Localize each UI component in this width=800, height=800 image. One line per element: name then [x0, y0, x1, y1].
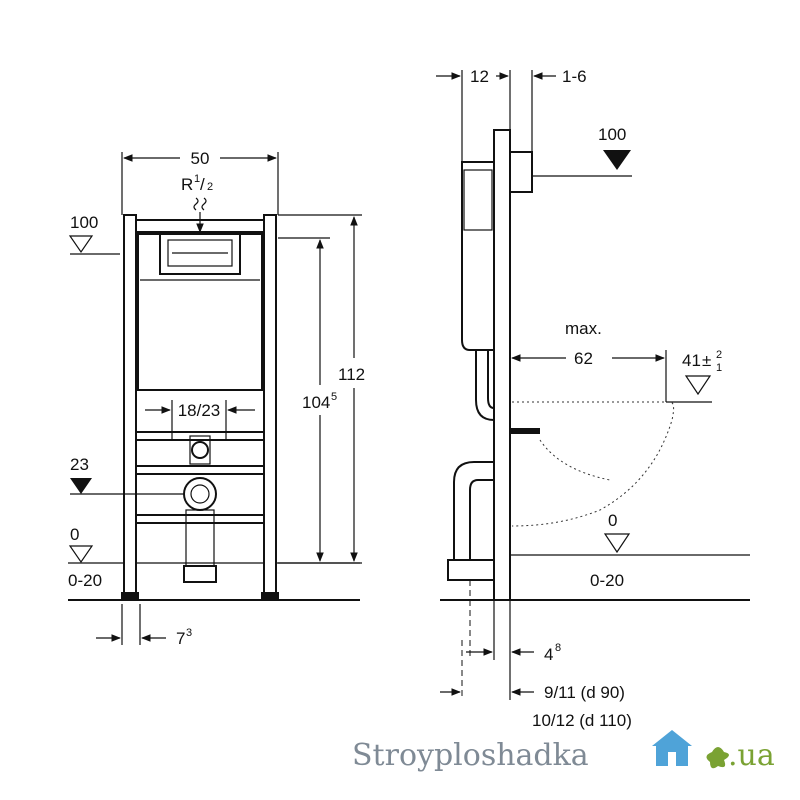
front-level-drain: 23 [70, 455, 89, 474]
side-top-left-dim: 12 [470, 67, 489, 86]
side-level-top: 100 [598, 125, 626, 144]
side-seat-tol-minus: 1 [716, 362, 722, 374]
level-marker-icon [68, 235, 94, 254]
watermark-brand: Stroyploshadka [352, 738, 589, 773]
side-bottom-offset-sup: 8 [555, 642, 561, 654]
level-marker-icon [68, 545, 94, 564]
side-flush-bracket [509, 151, 533, 193]
clover-icon [706, 747, 729, 769]
front-right-foot [261, 592, 279, 600]
side-level-zero: 0 [608, 511, 617, 530]
front-thread-sup: 1 [194, 173, 200, 185]
watermark-tld: .ua [728, 738, 775, 773]
svg-text:±: ± [702, 351, 711, 370]
level-marker-icon [684, 375, 712, 396]
front-width-label: 50 [191, 149, 210, 168]
front-floor-range: 0-20 [68, 571, 102, 590]
front-foot-offset-sup: 3 [186, 627, 192, 639]
front-right-upright [263, 214, 277, 601]
front-flush-plate-opening [159, 233, 241, 275]
side-max-label: max. [565, 319, 602, 338]
front-level-top: 100 [70, 213, 98, 232]
side-projection: 62 [574, 349, 593, 368]
water-supply-icon [193, 197, 207, 211]
side-floor-range: 0-20 [590, 571, 624, 590]
side-frame-upright [493, 129, 511, 601]
front-level-zero: 0 [70, 525, 79, 544]
front-flush-plate [167, 239, 233, 267]
side-seat-tol-plus: 2 [716, 349, 722, 361]
front-cistern [137, 233, 263, 391]
side-pipe-d90: 9/11 (d 90) [544, 683, 625, 702]
front-inner-height-sup: 5 [331, 391, 337, 403]
front-left-foot [121, 592, 139, 600]
house-logo-icon [652, 730, 729, 769]
side-cistern [461, 161, 495, 351]
level-marker-filled-icon [70, 478, 92, 494]
front-thread-sub: 2 [207, 181, 213, 193]
front-inner-height: 104 [302, 393, 330, 412]
front-view: 50 R 1 / 2 100 23 0 0-20 104 5 112 [68, 149, 365, 648]
side-view: 12 1-6 100 max. 62 41 ± 2 1 0 0-20 4 8 [436, 67, 750, 730]
front-left-upright [123, 214, 137, 601]
side-top-right-dim: 1-6 [562, 67, 587, 86]
front-bottom-rail [135, 514, 265, 524]
level-marker-icon [603, 533, 631, 554]
front-thread-label: R [181, 175, 193, 194]
side-bottom-offset: 4 [544, 645, 553, 664]
side-pipe-d110: 10/12 (d 110) [532, 711, 632, 730]
side-wc-bowl [511, 401, 675, 527]
side-drain-bend [453, 461, 494, 560]
front-pipe-range: 18/23 [178, 401, 221, 420]
watermark: Stroyploshadka .ua [352, 730, 775, 773]
front-foot-offset: 7 [176, 629, 185, 648]
front-water-pipe [189, 435, 211, 465]
front-total-height: 112 [338, 365, 365, 384]
side-drain-socket [447, 559, 495, 581]
side-flush-pipe [475, 350, 495, 421]
side-seat-height: 41 [682, 351, 701, 370]
front-lower-rail [135, 465, 265, 475]
svg-text:/: / [200, 175, 205, 194]
level-marker-filled-icon [603, 150, 631, 170]
front-drain-outlet [183, 477, 217, 511]
